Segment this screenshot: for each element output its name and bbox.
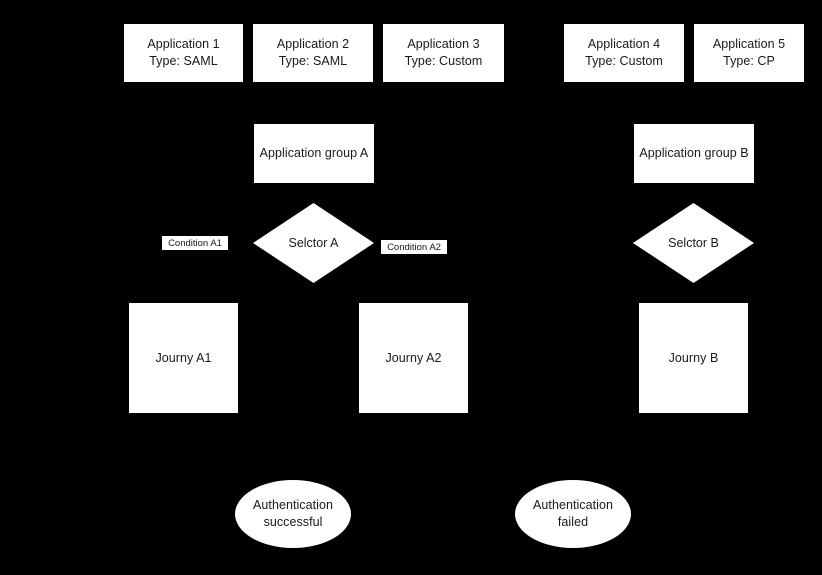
journey-node-a2[interactable]: Journy A2 [359,303,468,413]
application-node-3[interactable]: Application 3 Type: Custom [383,24,504,82]
condition-label-a1: Condition A1 [162,236,228,250]
application-node-2[interactable]: Application 2 Type: SAML [253,24,373,82]
application-group-node-b[interactable]: Application group B [634,124,754,183]
selector-node-a[interactable]: Selctor A [253,203,374,283]
journey-node-a1[interactable]: Journy A1 [129,303,238,413]
selector-node-b-label: Selctor B [668,236,719,250]
outcome-node-authentication-failed[interactable]: Authentication failed [515,480,631,548]
selector-node-a-label: Selctor A [288,236,339,250]
outcome-node-authentication-successful[interactable]: Authentication successful [235,480,351,548]
journey-node-b[interactable]: Journy B [639,303,748,413]
application-group-node-a[interactable]: Application group A [254,124,374,183]
condition-label-a2: Condition A2 [381,240,447,254]
application-node-1[interactable]: Application 1 Type: SAML [124,24,243,82]
selector-node-b[interactable]: Selctor B [633,203,754,283]
application-node-4[interactable]: Application 4 Type: Custom [564,24,684,82]
application-node-5[interactable]: Application 5 Type: CP [694,24,804,82]
